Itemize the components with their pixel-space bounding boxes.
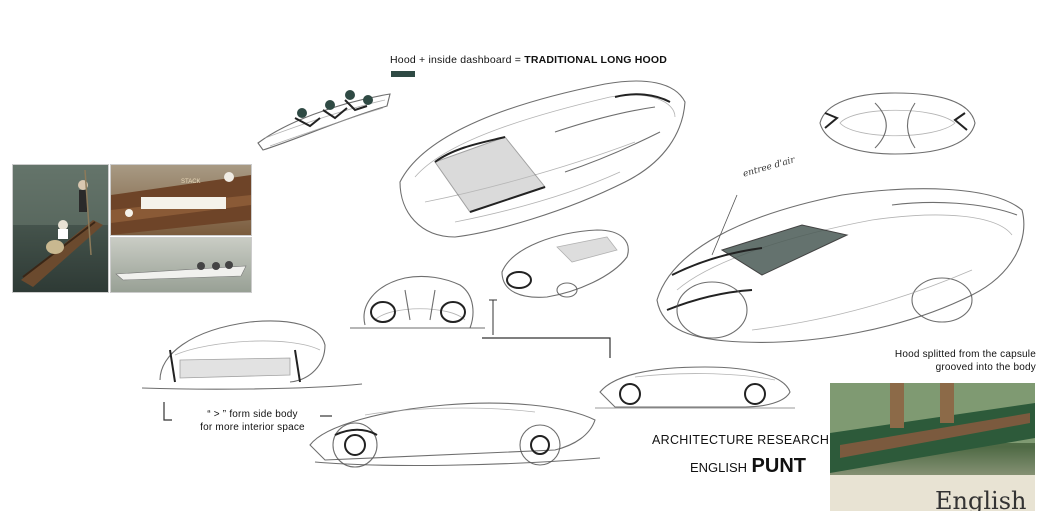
painting-text: English I	[935, 487, 1035, 511]
header-caption: Hood + inside dashboard = TRADITIONAL LO…	[390, 54, 667, 66]
punt-pole-photo	[12, 164, 109, 293]
air-intake-note: entree d'air	[742, 155, 797, 180]
punt-lounge-photo: STACK	[110, 164, 252, 236]
connector-lines	[482, 337, 611, 358]
header-accent-bar	[391, 71, 415, 77]
car-sketch-rear-view	[141, 320, 363, 390]
side-body-note-line2: for more interior space	[200, 422, 305, 433]
subject-prefix: ENGLISH	[690, 460, 748, 475]
research-title: ARCHITECTURE RESEARCH	[652, 433, 830, 447]
hood-split-note-line1: Hood splitted from the capsule	[894, 349, 1036, 360]
subject-title: ENGLISH PUNT	[690, 455, 806, 478]
note-bracket	[163, 402, 332, 421]
car-sketch-top-view	[399, 80, 686, 238]
header-emphasis: TRADITIONAL LONG HOOD	[524, 54, 668, 66]
car-sketch-middle-small	[501, 229, 629, 298]
boat-name-text: STACK	[181, 179, 201, 185]
punt-lounge-illustration: STACK	[111, 172, 251, 235]
side-body-note-line1: “ > ” form side body	[207, 409, 298, 420]
punt-painting: English I	[830, 383, 1035, 511]
car-sketch-perspective-right	[656, 188, 1025, 343]
side-body-note: “ > ” form side body for more interior s…	[190, 408, 315, 434]
hood-split-note: Hood splitted from the capsule grooved i…	[895, 348, 1036, 374]
hood-split-note-line2: grooved into the body	[935, 362, 1036, 373]
subject-name: PUNT	[751, 455, 806, 477]
car-sketch-seats	[257, 90, 391, 151]
car-sketch-top-right	[819, 92, 976, 155]
header-prefix: Hood + inside dashboard =	[390, 54, 525, 66]
modern-punt-photo	[110, 237, 252, 293]
car-sketch-side-view	[309, 402, 601, 468]
punt-pole-illustration	[13, 165, 108, 287]
punt-painting-illustration: English I	[830, 383, 1035, 511]
car-sketch-side-small	[595, 366, 795, 409]
car-sketch-front-view	[350, 275, 497, 335]
modern-punt-illustration	[115, 261, 247, 281]
